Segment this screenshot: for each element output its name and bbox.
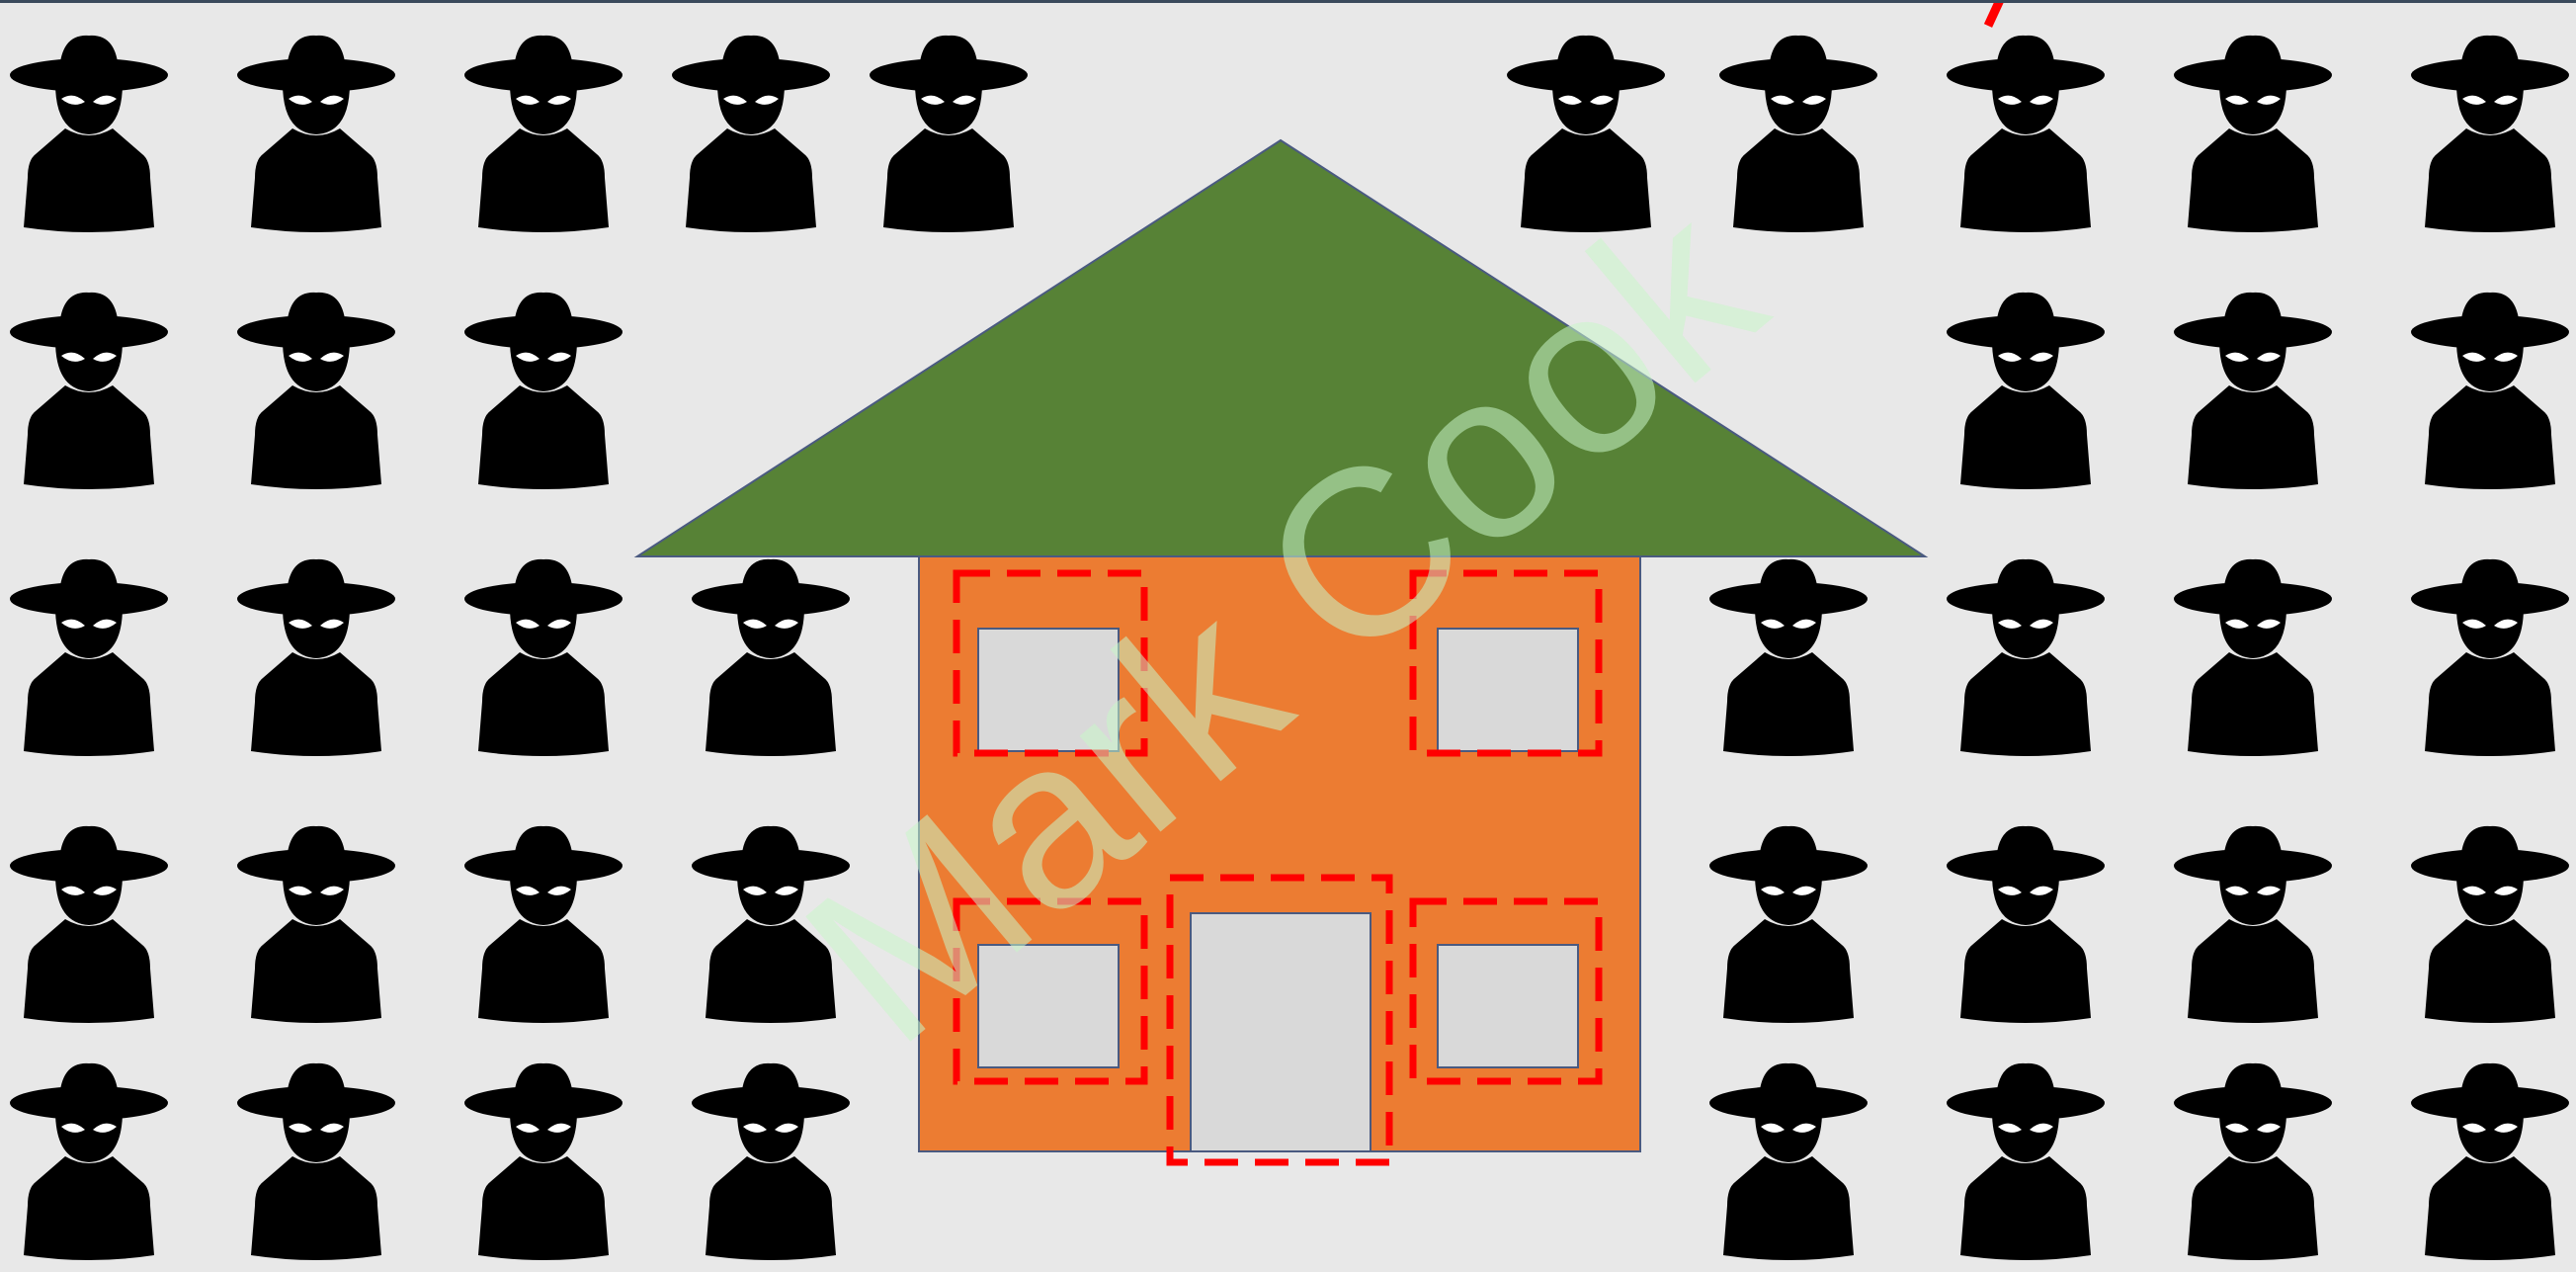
hat-spy-icon: [2174, 826, 2332, 1023]
hat-spy-icon: [237, 826, 395, 1023]
hat-spy-icon: [1947, 559, 2105, 756]
hat-spy-icon: [672, 36, 830, 232]
hat-spy-icon: [464, 36, 623, 232]
house-door: [1191, 913, 1371, 1151]
red-mark-top: [1988, 0, 2000, 26]
hat-spy-icon: [10, 559, 168, 756]
hat-spy-icon: [237, 559, 395, 756]
hat-spy-icon: [237, 1063, 395, 1260]
hat-spy-icon: [870, 36, 1028, 232]
hat-spy-icon: [237, 293, 395, 489]
hat-spy-icon: [2174, 293, 2332, 489]
hat-spy-icon: [2411, 1063, 2569, 1260]
hat-spy-icon: [692, 1063, 850, 1260]
hat-spy-icon: [1709, 1063, 1868, 1260]
hat-spy-icon: [10, 826, 168, 1023]
hat-spy-icon: [1719, 36, 1877, 232]
hat-spy-icon: [464, 1063, 623, 1260]
hat-spy-icon: [2174, 36, 2332, 232]
hat-spy-icon: [10, 1063, 168, 1260]
hat-spy-icon: [2174, 559, 2332, 756]
hat-spy-icon: [1947, 1063, 2105, 1260]
hat-spy-icon: [1947, 293, 2105, 489]
hat-spy-icon: [237, 36, 395, 232]
hat-spy-icon: [1709, 559, 1868, 756]
hat-spy-icon: [464, 293, 623, 489]
hat-spy-icon: [2411, 559, 2569, 756]
hat-spy-icon: [2411, 293, 2569, 489]
hat-spy-icon: [2411, 826, 2569, 1023]
hat-spy-icon: [2411, 36, 2569, 232]
window-bottom-right: [1438, 945, 1578, 1067]
hat-spy-icon: [1947, 36, 2105, 232]
hat-spy-icon: [2174, 1063, 2332, 1260]
hat-spy-icon: [1709, 826, 1868, 1023]
hat-spy-icon: [692, 559, 850, 756]
hat-spy-icon: [10, 293, 168, 489]
hat-spy-icon: [464, 826, 623, 1023]
hat-spy-icon: [10, 36, 168, 232]
top-divider: [0, 0, 2576, 3]
hat-spy-icon: [1947, 826, 2105, 1023]
hat-spy-icon: [464, 559, 623, 756]
